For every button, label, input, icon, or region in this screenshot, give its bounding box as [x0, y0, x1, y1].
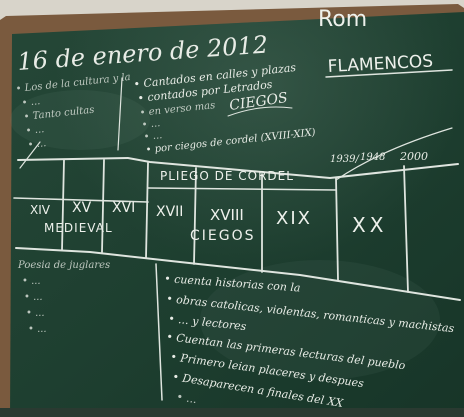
- bl-note-5: • ...: [28, 324, 47, 335]
- century-labels: XIV XV XVI XVII XVIII XIX XX: [30, 200, 387, 237]
- century-4: XVIII: [210, 206, 244, 224]
- top-right-text: Rom: [318, 7, 367, 32]
- century-2: XVI: [112, 200, 135, 216]
- left-note-5: • ...: [27, 138, 47, 151]
- bl-note-4: • ...: [26, 308, 45, 319]
- century-6: XX: [352, 213, 387, 237]
- left-note-2: • ...: [21, 96, 41, 109]
- timeline-table: [13, 127, 461, 301]
- century-0: XIV: [30, 203, 51, 217]
- century-3: XVII: [156, 204, 183, 220]
- century-1: XV: [72, 200, 92, 216]
- bl-note-1: Poesia de juglares: [17, 260, 110, 271]
- br-note-7: • ...: [176, 390, 198, 406]
- century-5: XIX: [276, 208, 312, 229]
- pliego-label: PLIEGO DE CORDEL: [160, 169, 294, 183]
- year-1948: 1948: [360, 152, 385, 163]
- bl-note-3: • ...: [24, 292, 43, 303]
- center-note-5: • ...: [143, 130, 163, 143]
- ciegos-label: CIEGOS: [190, 228, 256, 244]
- bottom-left-notes: Poesia de juglares • ... • ... • ... • .…: [17, 260, 110, 335]
- center-note-4: • ...: [141, 118, 161, 131]
- bl-note-2: • ...: [22, 276, 41, 287]
- medieval-label: MEDIEVAL: [44, 221, 113, 235]
- year-2000: 2000: [399, 150, 428, 163]
- left-note-4: • ...: [25, 124, 45, 137]
- year-1939: 1939/: [330, 154, 360, 165]
